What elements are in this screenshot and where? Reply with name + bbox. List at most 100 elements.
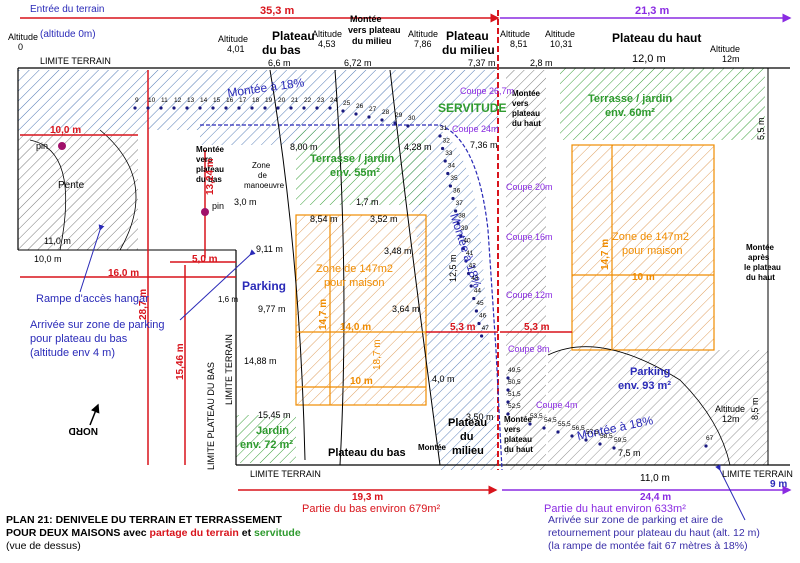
hdr-montee-3: du milieu xyxy=(352,36,392,46)
arrivee-bas-2: pour plateau du bas xyxy=(30,333,128,345)
ramp-number: 36 xyxy=(453,188,461,195)
dim-5-0: 5,0 m xyxy=(192,254,218,265)
terrasse-haut-1: Terrasse / jardin xyxy=(588,93,672,105)
ramp-number: 21 xyxy=(291,97,299,104)
parking-haut-2: env. 93 m² xyxy=(618,380,671,392)
montee-bottom: Montée xyxy=(418,443,447,452)
ramp-number: 55,5 xyxy=(558,421,571,428)
dim-7-36: 7,36 m xyxy=(470,140,498,150)
pin1-label: pin xyxy=(36,141,48,151)
dim-3-48: 3,48 m xyxy=(384,246,412,256)
ramp-number: 18 xyxy=(252,97,260,104)
dim-7-37: 7,37 m xyxy=(468,58,496,68)
ramp-dot xyxy=(474,309,478,313)
ramp-number: 26 xyxy=(356,103,364,110)
ramp-dot xyxy=(159,106,163,110)
coupe-1: Coupe 24m xyxy=(452,124,499,134)
arrivee-pointer xyxy=(179,249,256,321)
dim-11-0b: 11,0 m xyxy=(44,236,71,246)
servitude-hatch xyxy=(506,70,546,470)
hdr-plateau-bas-1: Plateau xyxy=(272,29,315,43)
ma-2: après xyxy=(748,253,770,262)
hangar-arc1 xyxy=(29,139,67,251)
ramp-dot xyxy=(528,422,532,426)
mh-b1: Montée xyxy=(504,415,533,424)
ramp-dot xyxy=(172,106,176,110)
ramp-dot xyxy=(451,196,455,201)
dim-9: 9 m xyxy=(770,479,787,490)
ramp-number: 23 xyxy=(317,97,325,104)
dim-5-3b: 5,3 m xyxy=(524,322,550,333)
terrasse-milieu-hatch xyxy=(296,130,426,205)
zone-haut-hatch xyxy=(572,145,714,350)
limit-top: LIMITE TERRAIN xyxy=(40,56,111,66)
dim-10a: 10 m xyxy=(350,376,373,387)
ramp-number: 51,5 xyxy=(508,391,521,398)
mh-b2: vers xyxy=(504,425,521,434)
ramp-number: 17 xyxy=(239,97,247,104)
entree-label: Entrée du terrain xyxy=(30,4,105,15)
contour1 xyxy=(269,69,306,461)
ramp-number: 24 xyxy=(330,97,338,104)
ramp-number: 52,5 xyxy=(508,403,521,410)
mph-2: vers xyxy=(512,99,529,108)
dim-6-72: 6,72 m xyxy=(344,58,372,68)
ramp-dot xyxy=(598,442,602,446)
alt-7-value: 12m xyxy=(722,414,740,424)
ramp-number: 42 xyxy=(469,263,477,270)
partie-bas: Partie du bas environ 679m² xyxy=(302,503,441,515)
title-line-1: PLAN 21: DENIVELE DU TERRAIN ET TERRASSE… xyxy=(6,514,282,526)
nord-label: NORD xyxy=(69,425,98,436)
turn-circle xyxy=(547,346,731,466)
coupe-4: Coupe 12m xyxy=(506,290,553,300)
mpb-2: vers xyxy=(196,155,213,164)
ramp-dot xyxy=(443,159,447,163)
ramp-dot xyxy=(185,106,189,110)
plateau-bas-bottom: Plateau du bas xyxy=(328,447,406,459)
ramp-dot xyxy=(367,115,371,119)
ramp-dot xyxy=(263,106,267,110)
dim-35: 35,3 m xyxy=(260,5,294,17)
limit-bottom-right: LIMITE TERRAIN xyxy=(722,469,793,479)
ramp-dot xyxy=(467,271,471,276)
dim-16-0: 16,0 m xyxy=(108,268,139,279)
ramp-dot xyxy=(448,184,452,188)
hangar-arc2 xyxy=(99,129,137,251)
dim-10-0: 10,0 m xyxy=(50,125,81,136)
ramp-number: 20 xyxy=(278,97,286,104)
mpb-3: plateau xyxy=(196,165,224,174)
ramp-number: 44 xyxy=(474,288,482,295)
zm-1: Zone xyxy=(252,161,271,170)
ramp-dot xyxy=(456,221,460,226)
ramp-dot xyxy=(393,121,397,125)
ramp-number: 49,5 xyxy=(508,367,521,374)
ramp-number: 33 xyxy=(445,150,453,157)
ramp-dot xyxy=(542,426,546,430)
dim-18-7: 18,7 m xyxy=(372,339,383,370)
hdr-montee-2: vers plateau xyxy=(348,25,401,35)
ramp-number: 56,5 xyxy=(572,425,585,432)
dim-4-28: 4,28 m xyxy=(404,142,432,152)
ma-1: Montée xyxy=(746,243,775,252)
dim-14-88: 14,88 m xyxy=(244,356,277,366)
dim-2-8: 2,8 m xyxy=(530,58,553,68)
alt-5-value: 10,31 xyxy=(550,39,573,49)
zone-bas-outline xyxy=(295,214,427,406)
ramp-dot xyxy=(354,112,358,116)
ramp-number: 40 xyxy=(463,238,471,245)
terrasse-milieu-1: Terrasse / jardin xyxy=(310,153,394,165)
alt-2-label: Altitude xyxy=(312,29,342,39)
alt-3-label: Altitude xyxy=(408,29,438,39)
note-haut: Arrivée sur zone de parking et aire de r… xyxy=(548,514,798,553)
ramp-number: 38 xyxy=(458,213,466,220)
ramp-number: 9 xyxy=(135,97,139,104)
dim-1-7: 1,7 m xyxy=(356,197,379,207)
alt-3-value: 7,86 xyxy=(414,39,432,49)
plateau-milieu-b3: milieu xyxy=(452,445,484,457)
zm-3: manoeuvre xyxy=(244,181,285,190)
ramp-number: 31 xyxy=(440,125,448,132)
ramp-dot xyxy=(406,124,410,128)
dim-8-5: 8,5 m xyxy=(750,397,760,420)
alt-6-label: Altitude xyxy=(710,44,740,54)
